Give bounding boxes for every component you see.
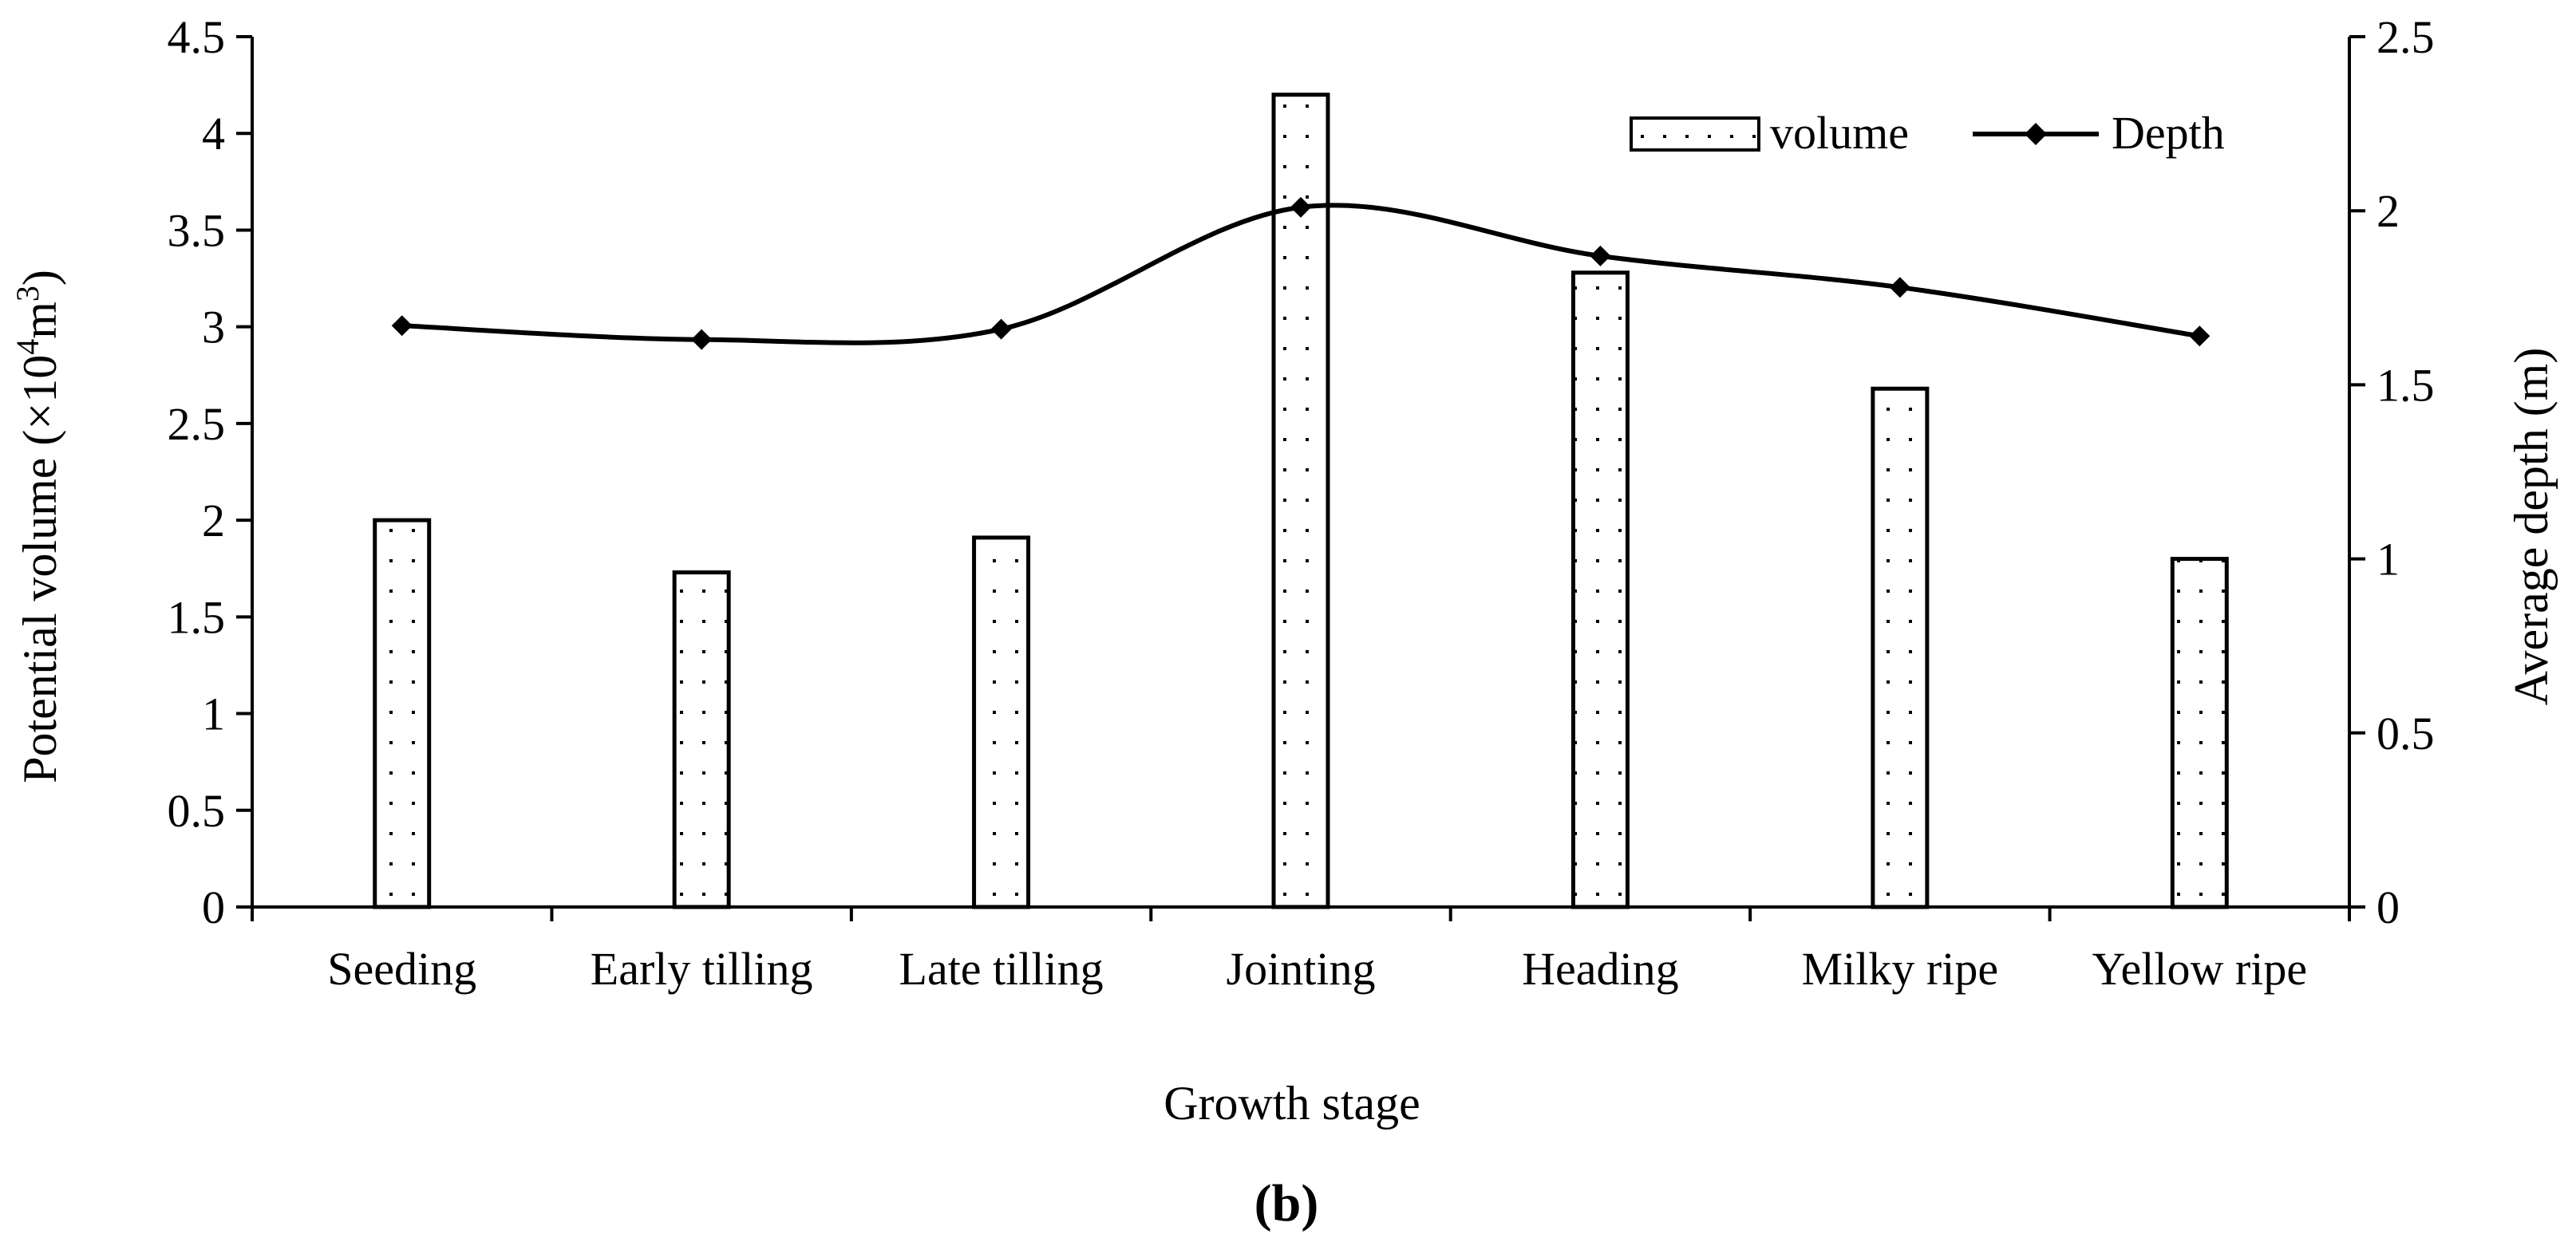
right-tick-label: 1 bbox=[2376, 534, 2400, 586]
left-tick-label: 4.5 bbox=[168, 11, 226, 63]
right-tick-label: 0.5 bbox=[2376, 708, 2435, 759]
depth-point bbox=[990, 318, 1012, 340]
legend-label-depth: Depth bbox=[2112, 107, 2225, 159]
x-tick-label: Late tilling bbox=[899, 943, 1104, 995]
panel-label: (b) bbox=[1254, 1174, 1319, 1232]
right-axis-ticks: 0 0.5 1 1.5 2 2.5 bbox=[2349, 11, 2435, 933]
legend-swatch-volume bbox=[1630, 116, 1760, 152]
bar-volume bbox=[1871, 386, 1930, 909]
bar-volume bbox=[373, 518, 432, 909]
depth-point bbox=[1889, 277, 1910, 298]
legend-marker-depth bbox=[2025, 123, 2047, 145]
bar-volume bbox=[1271, 93, 1330, 909]
x-tick-label: Yellow ripe bbox=[2092, 943, 2307, 995]
right-tick-label: 0 bbox=[2376, 881, 2400, 933]
bar-volume bbox=[972, 535, 1031, 909]
right-tick-label: 2 bbox=[2376, 185, 2400, 237]
x-axis-title: Growth stage bbox=[1164, 1077, 1420, 1130]
left-tick-label: 3 bbox=[202, 302, 225, 353]
depth-point bbox=[691, 329, 713, 350]
legend-label-volume: volume bbox=[1770, 107, 1909, 159]
x-tick-label: Milky ripe bbox=[1802, 943, 1998, 995]
x-tick-label: Seeding bbox=[327, 943, 476, 995]
left-tick-label: 1 bbox=[202, 688, 225, 740]
left-tick-label: 4 bbox=[202, 108, 225, 160]
x-tick-label: Jointing bbox=[1227, 943, 1376, 995]
x-tick-label: Heading bbox=[1522, 943, 1679, 995]
right-tick-label: 1.5 bbox=[2376, 359, 2435, 411]
bar-volume bbox=[1570, 270, 1630, 909]
legend: volume Depth bbox=[1630, 107, 2225, 159]
x-tick-label: Early tilling bbox=[591, 943, 813, 995]
left-tick-label: 0 bbox=[202, 881, 225, 933]
bar-series-volume bbox=[373, 93, 2229, 909]
left-tick-label: 0.5 bbox=[168, 785, 226, 837]
depth-point bbox=[1290, 196, 1311, 218]
x-axis-ticks: Seeding Early tilling Late tilling Jointing… bbox=[251, 907, 2351, 995]
y-axis-title-left: Potential volume (×104m3) bbox=[10, 270, 66, 783]
left-tick-label: 2.5 bbox=[168, 398, 226, 450]
right-tick-label: 2.5 bbox=[2376, 11, 2435, 63]
bar-volume bbox=[2170, 557, 2229, 909]
depth-point bbox=[1590, 245, 1611, 266]
left-tick-label: 3.5 bbox=[168, 204, 226, 256]
depth-point bbox=[2189, 325, 2211, 347]
depth-point bbox=[391, 315, 413, 337]
y-axis-title-right: Average depth (m) bbox=[2505, 348, 2558, 706]
bar-volume bbox=[672, 570, 731, 909]
line-series-depth bbox=[391, 196, 2211, 350]
left-axis-ticks: 0 0.5 1 1.5 2 2.5 3 3.5 4 4.5 bbox=[168, 11, 252, 933]
left-tick-label: 1.5 bbox=[168, 591, 226, 643]
left-tick-label: 2 bbox=[202, 495, 225, 546]
